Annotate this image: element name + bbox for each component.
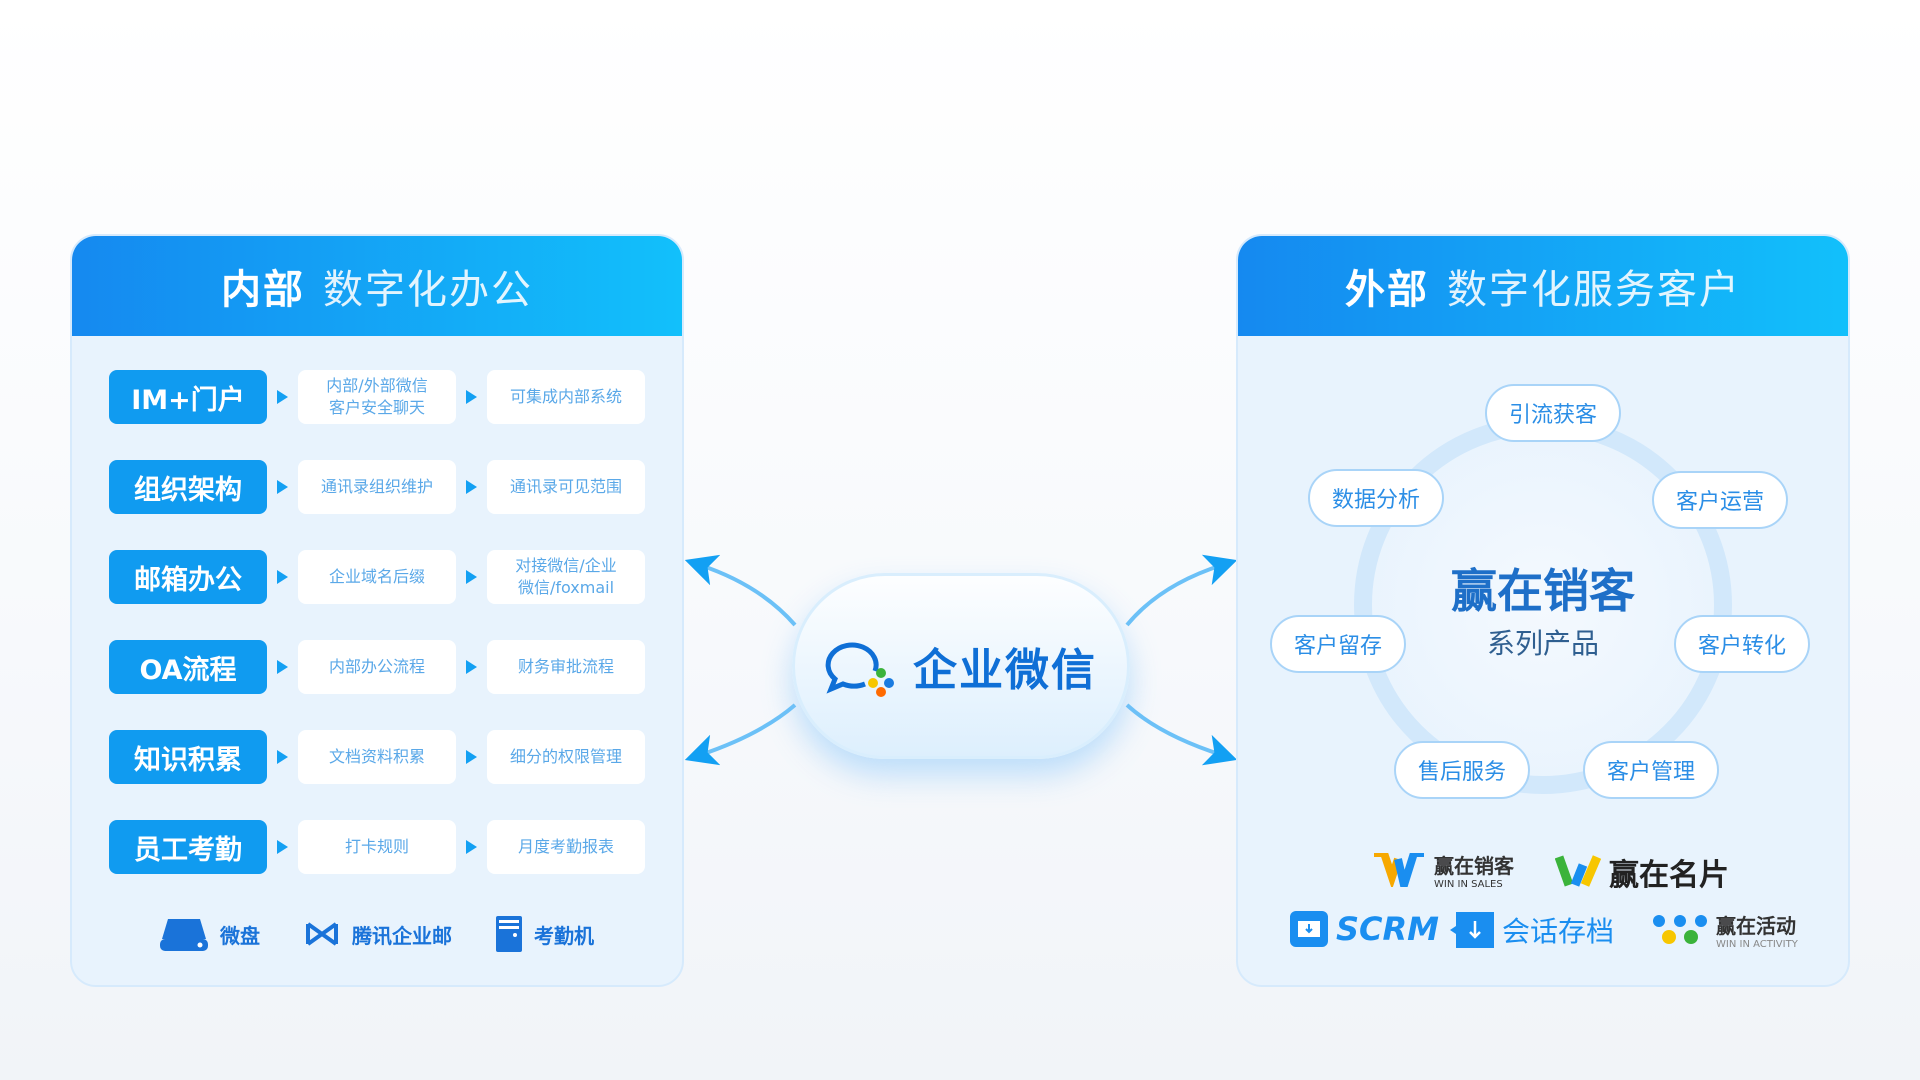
feature-step: 细分的权限管理 xyxy=(487,730,645,784)
wecom-center: 企业微信 xyxy=(792,573,1130,759)
tools-row: 微盘 腾讯企业邮 考勤机 xyxy=(72,916,682,952)
arrow-right-icon xyxy=(277,480,288,494)
wecom-logo-icon xyxy=(825,642,894,697)
internal-panel: 内部数字化办公 IM+门户内部/外部微信 客户安全聊天可集成内部系统组织架构通讯… xyxy=(70,234,684,987)
arrow-right-icon xyxy=(466,660,477,674)
core-title: 赢在销客 xyxy=(1451,564,1635,618)
feature-label: 知识积累 xyxy=(109,730,267,784)
service-tag: 客户管理 xyxy=(1583,741,1719,799)
logo-scrm: SCRM xyxy=(1290,910,1439,948)
arrow-right-icon xyxy=(466,750,477,764)
arrow-right-icon xyxy=(466,840,477,854)
arrow-up-right xyxy=(1125,554,1238,627)
internal-header: 内部数字化办公 xyxy=(72,236,682,336)
arrow-up-left xyxy=(684,554,797,627)
tool-disk: 微盘 xyxy=(160,916,260,952)
tencent-mail-icon xyxy=(306,922,338,946)
arrow-right-icon xyxy=(277,660,288,674)
service-tag: 售后服务 xyxy=(1394,741,1530,799)
feature-label: 员工考勤 xyxy=(109,820,267,874)
arrow-right-icon xyxy=(277,840,288,854)
arrow-right-icon xyxy=(277,570,288,584)
arrow-right-icon xyxy=(277,750,288,764)
arrow-right-icon xyxy=(466,390,477,404)
tool-attendance: 考勤机 xyxy=(496,916,594,952)
feature-step: 打卡规则 xyxy=(298,820,456,874)
external-header: 外部数字化服务客户 xyxy=(1238,236,1848,336)
win-sales-w-icon xyxy=(1374,853,1424,887)
feature-step: 对接微信/企业 微信/foxmail xyxy=(487,550,645,604)
service-tag: 数据分析 xyxy=(1308,469,1444,527)
feature-label: 邮箱办公 xyxy=(109,550,267,604)
arrow-right-icon xyxy=(466,480,477,494)
scrm-icon xyxy=(1290,911,1328,947)
arrow-right-icon xyxy=(466,570,477,584)
service-tag: 客户留存 xyxy=(1270,615,1406,673)
feature-label: OA流程 xyxy=(109,640,267,694)
tool-mail: 腾讯企业邮 xyxy=(304,916,452,952)
win-activity-drops-icon xyxy=(1653,915,1707,944)
feature-step: 内部办公流程 xyxy=(298,640,456,694)
feature-row: 邮箱办公企业域名后缀对接微信/企业 微信/foxmail xyxy=(109,550,645,604)
win-card-w-icon xyxy=(1555,855,1601,887)
feature-row: 知识积累文档资料积累细分的权限管理 xyxy=(109,730,645,784)
arrow-right-icon xyxy=(277,390,288,404)
feature-row: 组织架构通讯录组织维护通讯录可见范围 xyxy=(109,460,645,514)
arrow-down-right xyxy=(1125,703,1238,766)
feature-step: 内部/外部微信 客户安全聊天 xyxy=(298,370,456,424)
attendance-machine-icon xyxy=(496,916,522,952)
disk-icon xyxy=(160,919,208,951)
feature-row: IM+门户内部/外部微信 客户安全聊天可集成内部系统 xyxy=(109,370,645,424)
feature-label: 组织架构 xyxy=(109,460,267,514)
feature-step: 可集成内部系统 xyxy=(487,370,645,424)
feature-label: IM+门户 xyxy=(109,370,267,424)
feature-step: 文档资料积累 xyxy=(298,730,456,784)
feature-step: 企业域名后缀 xyxy=(298,550,456,604)
logo-session-archive: 会话存档 xyxy=(1450,910,1614,950)
feature-row: OA流程内部办公流程财务审批流程 xyxy=(109,640,645,694)
arrow-down-left xyxy=(684,703,797,766)
logo-win-card: 赢在名片 xyxy=(1555,850,1729,894)
feature-row: 员工考勤打卡规则月度考勤报表 xyxy=(109,820,645,874)
feature-step: 通讯录组织维护 xyxy=(298,460,456,514)
service-tag: 客户运营 xyxy=(1652,471,1788,529)
service-tag: 客户转化 xyxy=(1674,615,1810,673)
archive-download-icon xyxy=(1450,912,1494,948)
feature-step: 财务审批流程 xyxy=(487,640,645,694)
core-subtitle: 系列产品 xyxy=(1486,627,1600,660)
feature-step: 通讯录可见范围 xyxy=(487,460,645,514)
feature-step: 月度考勤报表 xyxy=(487,820,645,874)
service-tag: 引流获客 xyxy=(1485,384,1621,442)
